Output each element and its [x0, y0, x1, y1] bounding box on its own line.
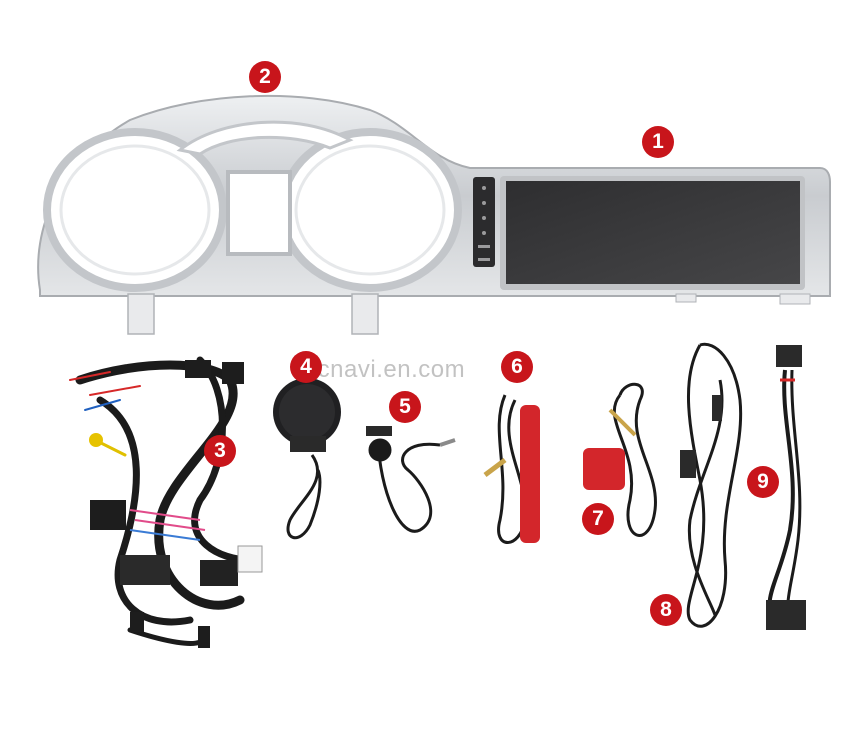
callout-badge-adapter-cable: 9 [747, 466, 779, 498]
speaker [273, 378, 341, 539]
wifi-antenna [483, 394, 540, 544]
microphone [366, 426, 456, 533]
harness-connectors [89, 360, 263, 648]
callout-badge-wifi-antenna: 6 [501, 351, 533, 383]
callout-badge-screen: 1 [642, 126, 674, 158]
watermark-text: lucnavi.en.com [298, 356, 466, 383]
callout-badge-microphone: 5 [389, 391, 421, 423]
callout-badge-wiring-harness: 3 [204, 435, 236, 467]
adapter-cable [766, 345, 806, 630]
callout-badge-dash-frame: 2 [249, 61, 281, 93]
callout-badge-speaker: 4 [290, 351, 322, 383]
ami-usb-cable [680, 342, 743, 628]
callout-badge-gps-antenna: 7 [582, 503, 614, 535]
display-screen [500, 176, 805, 290]
gps-antenna [583, 382, 657, 537]
callout-badge-ami-usb-cable: 8 [650, 594, 682, 626]
